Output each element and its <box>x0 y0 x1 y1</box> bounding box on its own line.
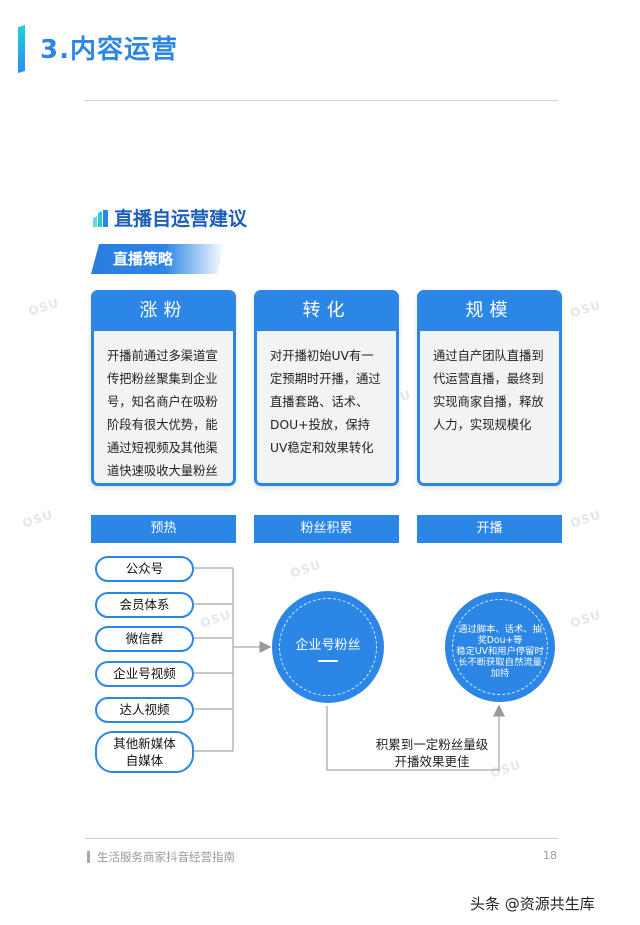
channel-membership-system: 会员体系 <box>95 592 194 618</box>
card-title: 涨粉 <box>94 293 233 331</box>
circle-text: 通过脚本、话术、抽 奖Dou+等 稳定UV和用户停留时 长不断获取自然流量 加持 <box>453 624 547 679</box>
card-title: 转化 <box>257 293 396 331</box>
circle-line: 加持 <box>490 668 510 679</box>
footer-text: 生活服务商家抖音经营指南 <box>97 850 235 864</box>
section-heading-icon <box>93 210 108 227</box>
enterprise-fans-circle: 企业号粉丝 <box>272 591 384 703</box>
live-strategy-circle: 通过脚本、话术、抽 奖Dou+等 稳定UV和用户停留时 长不断获取自然流量 加持 <box>445 592 555 702</box>
card-scale: 规模 通过自产团队直播到 代运营直播，最终到 实现商家自播，释放 人力，实现规模… <box>417 290 562 486</box>
channel-influencer-video: 达人视频 <box>95 697 194 723</box>
card-line: 道快速吸收大量粉丝 <box>107 464 218 478</box>
channel-official-account: 公众号 <box>95 556 194 582</box>
card-line: 实现商家自播，释放 <box>433 395 544 409</box>
card-conversion: 转化 对开播初始UV有一 定预期时开播，通过 直播套路、话术、 DOU+投放，保… <box>254 290 399 486</box>
circle-line: 通过脚本、话术、抽 <box>458 624 542 635</box>
channel-label: 企业号视频 <box>113 666 176 681</box>
channel-wechat-group: 微信群 <box>95 626 194 652</box>
card-line: 定预期时开播，通过 <box>270 372 381 386</box>
card-body: 开播前通过多渠道宣 传把粉丝聚集到企业 号，知名商户在吸粉 阶段有很大优势，能 … <box>94 331 233 483</box>
card-line: DOU+投放，保持 <box>270 418 370 432</box>
header-divider <box>85 100 558 101</box>
channel-label: 其他新媒体 <box>113 736 176 751</box>
section-title: 直播自运营建议 <box>114 208 248 230</box>
flow-line: 开播效果更佳 <box>394 754 470 769</box>
channel-label: 会员体系 <box>119 597 170 612</box>
card-line: 对开播初始UV有一 <box>270 349 374 363</box>
page-title: 3.内容运营 <box>40 35 178 65</box>
channel-label: 达人视频 <box>119 702 170 717</box>
circle-line: 奖Dou+等 <box>477 635 523 646</box>
card-line: 直播套路、话术、 <box>270 395 369 409</box>
card-line: 传把粉丝聚集到企业 <box>107 372 218 386</box>
card-line: 通过短视频及其他渠 <box>107 441 218 455</box>
credit-watermark: 头条 @资源共生库 <box>470 895 595 913</box>
stage-fan-accumulation: 粉丝积累 <box>254 515 399 543</box>
card-title: 规模 <box>420 293 559 331</box>
footer-divider <box>85 838 558 839</box>
channel-label: 公众号 <box>125 561 164 576</box>
page-number: 18 <box>543 849 557 862</box>
card-line: 阶段有很大优势，能 <box>107 418 218 432</box>
channel-other-media: 其他新媒体 自媒体 <box>95 731 194 773</box>
card-line: UV稳定和效果转化 <box>270 441 374 455</box>
card-line: 号，知名商户在吸粉 <box>107 395 218 409</box>
card-fan-growth: 涨粉 开播前通过多渠道宣 传把粉丝聚集到企业 号，知名商户在吸粉 阶段有很大优势… <box>91 290 236 486</box>
channel-enterprise-video: 企业号视频 <box>95 661 194 687</box>
circle-label: 企业号粉丝 <box>295 638 361 653</box>
channel-label: 微信群 <box>125 631 164 646</box>
flow-line: 积累到一定粉丝量级 <box>375 737 489 752</box>
footer-accent <box>87 851 90 863</box>
card-line: 代运营直播，最终到 <box>433 372 544 386</box>
card-body: 通过自产团队直播到 代运营直播，最终到 实现商家自播，释放 人力，实现规模化 <box>420 331 559 437</box>
circle-line: 稳定UV和用户停留时 <box>456 646 544 657</box>
channel-label: 自媒体 <box>125 753 164 768</box>
strategy-tag: 直播策略 <box>91 244 225 274</box>
card-line: 开播前通过多渠道宣 <box>107 349 218 363</box>
card-line: 通过自产团队直播到 <box>433 349 544 363</box>
stage-go-live: 开播 <box>417 515 562 543</box>
stage-warmup: 预热 <box>91 515 236 543</box>
card-line: 人力，实现规模化 <box>433 418 532 432</box>
card-body: 对开播初始UV有一 定预期时开播，通过 直播套路、话术、 DOU+投放，保持 U… <box>257 331 396 460</box>
flow-label: 积累到一定粉丝量级 开播效果更佳 <box>362 736 502 770</box>
circle-line: 长不断获取自然流量 <box>458 657 542 668</box>
circle-dash <box>318 660 338 662</box>
